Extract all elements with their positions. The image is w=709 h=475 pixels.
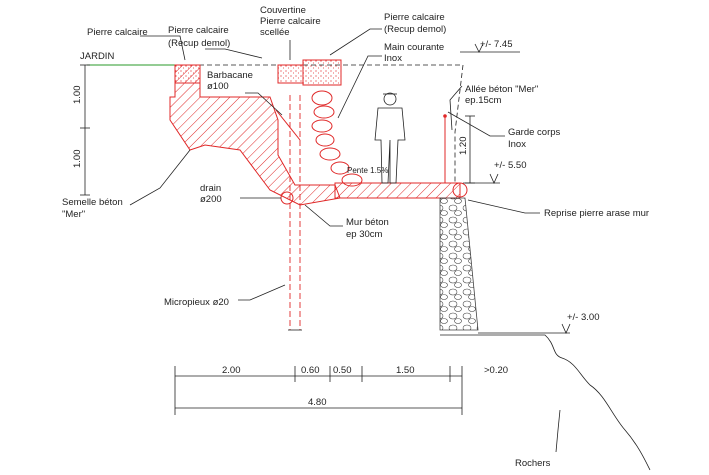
weep-hole xyxy=(275,109,301,141)
level-walkway-text: +/- 5.50 xyxy=(494,160,526,171)
label-recup-1: Pierre calcaire xyxy=(168,25,229,36)
label-semelle-2: "Mer" xyxy=(62,209,85,220)
label-garde-corps-1: Garde corps xyxy=(508,127,561,138)
label-couvertine-1: Couvertine xyxy=(260,5,306,16)
label-drain-2: ø200 xyxy=(200,194,222,205)
dim-v-3: 1.20 xyxy=(458,137,469,156)
label-couvertine-2: Pierre calcaire xyxy=(260,16,321,27)
label-mur-beton-2: ep 30cm xyxy=(346,229,383,240)
level-base-text: +/- 3.00 xyxy=(567,312,599,323)
horizontal-dimensions xyxy=(174,366,463,415)
dim-h-5: >0.20 xyxy=(484,365,508,376)
dim-h-1: 2.00 xyxy=(222,365,241,376)
level-top-text: +/- 7.45 xyxy=(480,39,512,50)
footing-and-wall xyxy=(169,64,341,206)
label-recup-2: Pierre calcaire xyxy=(384,12,445,23)
leader-lines xyxy=(129,28,561,453)
level-top-mark xyxy=(460,43,520,53)
label-semelle-1: Semelle béton xyxy=(62,197,123,208)
label-pierre-calcaire-left: Pierre calcaire xyxy=(87,27,148,38)
label-jardin: JARDIN xyxy=(80,51,114,62)
stone-cap-right xyxy=(302,59,342,86)
label-reprise: Reprise pierre arase mur xyxy=(544,208,649,219)
label-barbacane-1: Barbacane xyxy=(207,70,253,81)
dim-h-3: 0.50 xyxy=(333,365,352,376)
level-base-mark xyxy=(478,323,571,334)
label-micropieux: Micropieux ø20 xyxy=(164,297,229,308)
stone-cap-left xyxy=(174,64,201,84)
person-figure xyxy=(374,92,406,184)
coping-stone xyxy=(277,64,304,84)
dim-h-4: 1.50 xyxy=(396,365,415,376)
label-recup-1b: (Recup demol) xyxy=(168,38,230,49)
rubble-stones xyxy=(311,90,363,187)
label-main-courante-2: Inox xyxy=(384,53,402,64)
dim-h-2: 0.60 xyxy=(301,365,320,376)
label-rochers: Rochers xyxy=(515,458,551,469)
rock-outline xyxy=(440,334,651,471)
label-mur-beton-1: Mur béton xyxy=(346,217,389,228)
dim-v-1: 1.00 xyxy=(72,86,83,105)
existing-rock-wall xyxy=(439,197,479,331)
label-main-courante-1: Main courante xyxy=(384,42,444,53)
guard-rail xyxy=(443,114,447,183)
label-couvertine-3: scellée xyxy=(260,27,290,38)
vertical-dimension-left xyxy=(80,64,90,196)
label-allee-2: ep.15cm xyxy=(465,95,502,106)
level-walkway-mark xyxy=(463,173,500,184)
vertical-dimension-right xyxy=(465,115,475,184)
concrete-walkway xyxy=(334,182,461,199)
dim-v-2: 1.00 xyxy=(72,150,83,169)
label-allee-1: Allée béton "Mer" xyxy=(465,84,538,95)
stone-nosing xyxy=(452,182,468,198)
dim-total: 4.80 xyxy=(308,397,327,408)
label-pente: Pente 1.5% xyxy=(347,166,388,175)
label-garde-corps-2: Inox xyxy=(508,139,526,150)
label-barbacane-2: ø100 xyxy=(207,81,229,92)
label-recup-2b: (Recup demol) xyxy=(384,24,446,35)
label-drain-1: drain xyxy=(200,183,221,194)
